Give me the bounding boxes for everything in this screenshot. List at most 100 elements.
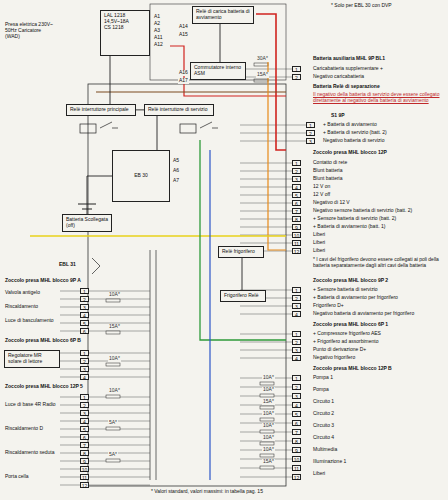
connector-heading: Batteria Relè di separazione	[312, 84, 381, 90]
pin-wire	[60, 437, 150, 438]
wire-label: * Solo per EBL 30 con DVP	[330, 3, 393, 9]
pin-number: 9	[292, 224, 301, 230]
wire-label: Circuito 2	[312, 411, 335, 417]
pin-wire	[240, 243, 292, 244]
wire-label: Caricabatteria supplementare +	[312, 66, 384, 72]
pin-number: 10	[80, 466, 89, 472]
pin-wire	[60, 429, 150, 430]
wire-label: A12	[153, 42, 164, 48]
pin-number: 3	[292, 303, 301, 309]
wire-label: Riscaldamento D	[4, 426, 44, 432]
wire-label: Porta cella	[4, 474, 30, 480]
wire-label: Luce di base 4R Radio	[4, 402, 57, 408]
wire-label: Liberi	[312, 240, 326, 246]
pin-number: 2	[292, 339, 301, 345]
wire-label: Circuito 4	[312, 435, 335, 441]
fuse-rating: 10A*	[108, 292, 121, 298]
pin-number: 2	[292, 295, 301, 301]
pin-number: 1	[292, 160, 301, 166]
connector-heading: S1 9P	[330, 113, 346, 119]
fuse-rating: 10A*	[262, 411, 275, 417]
wire-connector	[136, 109, 144, 110]
wire-label: Multimedia	[312, 447, 338, 453]
pin-number: 1	[292, 287, 301, 293]
pin-number: 1	[292, 66, 301, 72]
pin-number: 3	[80, 366, 89, 372]
pin-number: 1	[80, 350, 89, 356]
pin-number: 2	[292, 74, 301, 80]
fuse-symbol	[106, 427, 120, 430]
panel-outline	[88, 84, 286, 486]
pin-number: 1	[80, 394, 89, 400]
fuse-symbol	[106, 459, 120, 462]
component-label: Frigorifero Relè	[224, 293, 262, 299]
wire-label: Negativo batteria di avviamento per frig…	[312, 311, 415, 317]
component-box: EB 30	[112, 150, 170, 202]
wire-label: Negativo sensore batteria di servizio (b…	[312, 208, 413, 214]
pin-number: 2	[80, 296, 89, 302]
pin-wire	[60, 369, 150, 370]
pin-number: 5	[292, 411, 301, 417]
wire-label: A14	[178, 24, 189, 30]
pin-number: 11	[80, 474, 89, 480]
wire-label: Riscaldamento seduta	[4, 450, 55, 456]
pin-number: 1	[292, 375, 301, 381]
component-label: Batteria Scollegata (off)	[66, 217, 108, 229]
wire-label: Pompa	[312, 387, 330, 393]
connector-heading: Zoccolo presa MHL blocco 12P 5	[4, 384, 84, 390]
pin-wire	[60, 453, 150, 454]
wire-label: Liberi	[312, 471, 326, 477]
pin-number: 3	[306, 138, 315, 144]
pin-number: 4	[292, 184, 301, 190]
pin-wire	[60, 315, 150, 316]
wire-label: Pompa 1	[312, 375, 334, 381]
connector-heading: EBL 31	[58, 262, 77, 268]
pin-number: 12	[292, 248, 301, 254]
wire-label: Blunt batteria	[312, 176, 343, 182]
wire-label: + Batteria di avviamento per frigorifero	[312, 295, 399, 301]
pin-wire	[60, 469, 150, 470]
wire-label: A5	[172, 158, 180, 164]
pin-number: 2	[292, 168, 301, 174]
fuse-symbol	[106, 299, 120, 302]
wire-label: A6	[172, 168, 180, 174]
component-label: CS 1218	[104, 25, 146, 31]
relay-coil	[80, 124, 96, 133]
fuse-symbol	[106, 331, 120, 334]
pin-wire	[240, 187, 292, 188]
pin-wire	[240, 163, 292, 164]
pin-wire	[60, 485, 150, 486]
pin-number: 5	[80, 426, 89, 432]
fuse-symbol	[260, 430, 274, 433]
wire-label: + Compressore frigorifero AES	[312, 331, 382, 337]
pin-number: 6	[80, 434, 89, 440]
fuse-rating: 5A*	[108, 420, 118, 426]
pin-number: 3	[292, 176, 301, 182]
fuse-rating: 5A*	[108, 452, 118, 458]
pin-number: 3	[292, 393, 301, 399]
wire-label: + Batteria di servizio (batt. 2)	[322, 130, 388, 136]
pin-wire	[240, 350, 292, 351]
wire-label: A7	[172, 178, 180, 184]
pin-number: 6	[292, 200, 301, 206]
wire-label: Liberi	[312, 232, 326, 238]
blue-wire	[209, 150, 210, 480]
wire-label: Presa elettrica 230V~ 50Hz Caricatore (W…	[4, 22, 58, 39]
component-label: EB 30	[134, 173, 148, 179]
fuse-rating: 15A*	[262, 459, 275, 465]
fuse-symbol	[106, 395, 120, 398]
fuse-rating: 10A*	[108, 388, 121, 394]
wire-label: + Sensore batteria di servizio (batt. 2)	[312, 216, 397, 222]
fuse-rating: 10A*	[262, 435, 275, 441]
pin-number: 4	[292, 355, 301, 361]
wire-connector	[110, 56, 111, 104]
pin-number: 2	[80, 358, 89, 364]
wire-label: Circuito 1	[312, 399, 335, 405]
pin-wire	[60, 377, 150, 378]
connector-heading: Zoccolo presa MHL blocco 12P	[312, 150, 388, 156]
fuse-rating: 15A*	[256, 72, 269, 78]
component-box: Relè di carica batteria di avviamento	[192, 6, 254, 24]
pin-number: 1	[306, 122, 315, 128]
wire-label: A1	[153, 14, 161, 20]
